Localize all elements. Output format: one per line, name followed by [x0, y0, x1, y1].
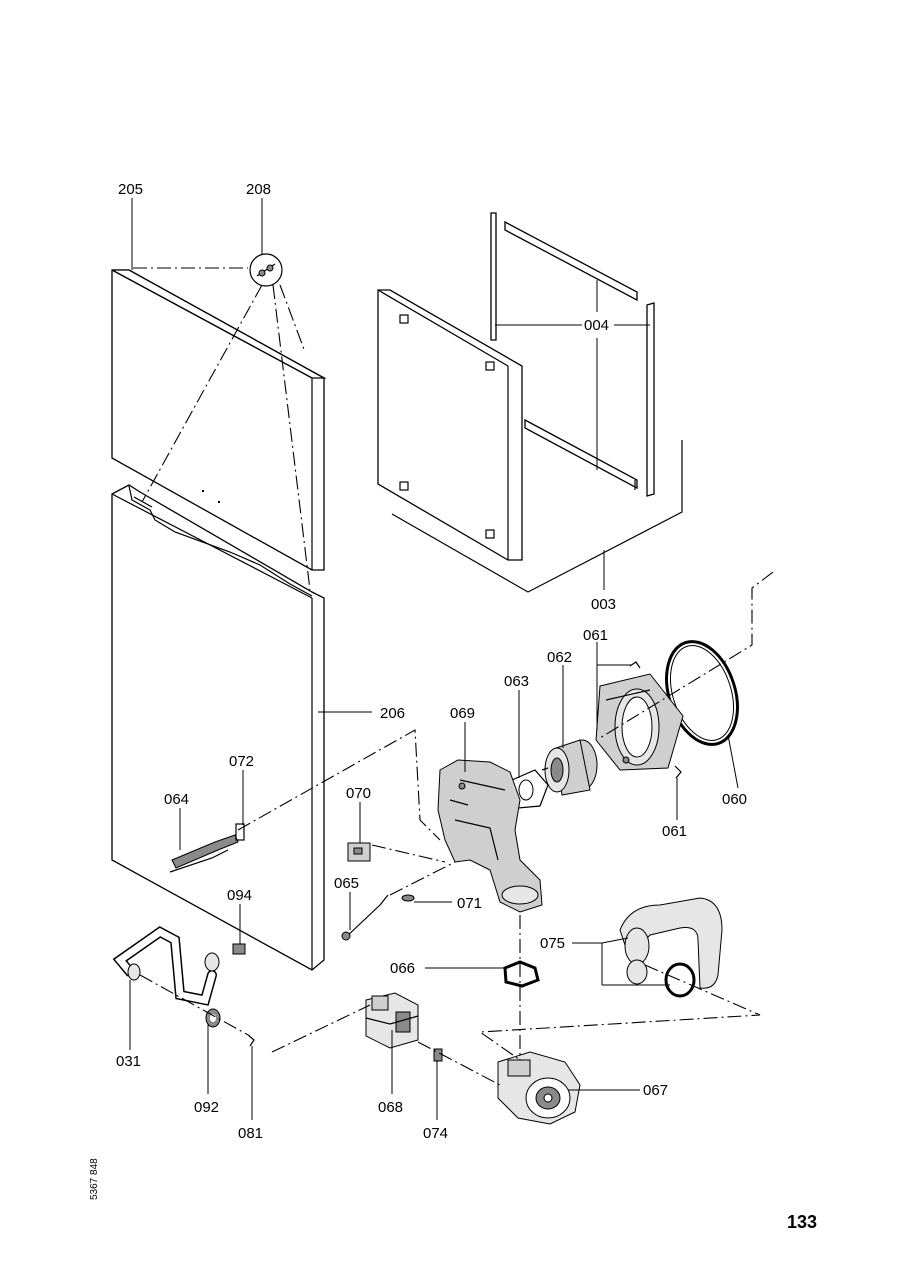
- label-067: 067: [643, 1082, 668, 1099]
- label-092: 092: [194, 1099, 219, 1116]
- label-031: 031: [116, 1053, 141, 1070]
- sensor-070: [347, 842, 371, 862]
- label-205: 205: [118, 181, 143, 198]
- clip-071: [401, 894, 415, 902]
- burner: [541, 739, 598, 796]
- clip-061-lower: [674, 765, 682, 779]
- label-061-lower: 061: [662, 823, 687, 840]
- front-panel-lower: [111, 484, 325, 971]
- label-208: 208: [246, 181, 271, 198]
- spring-clip-066: [503, 960, 540, 988]
- label-072: 072: [229, 753, 254, 770]
- seal-092: [205, 1008, 221, 1028]
- label-081: 081: [238, 1125, 263, 1142]
- part-labels: 205 208 004 003 061 062 063 069 206 060 …: [116, 181, 747, 1142]
- electrode-065: [341, 894, 389, 941]
- assembly-centerlines: [133, 267, 774, 1086]
- gas-pipe: [112, 926, 220, 1006]
- label-074: 074: [423, 1125, 448, 1142]
- page-number: 133: [787, 1212, 817, 1232]
- label-206: 206: [380, 705, 405, 722]
- label-068: 068: [378, 1099, 403, 1116]
- fan: [497, 1051, 581, 1125]
- label-004: 004: [584, 317, 609, 334]
- mixing-housing: [437, 759, 543, 913]
- label-065: 065: [334, 875, 359, 892]
- label-063: 063: [504, 673, 529, 690]
- fitting-208: [249, 253, 283, 287]
- label-062: 062: [547, 649, 572, 666]
- label-069: 069: [450, 705, 475, 722]
- document-id: 5367 848: [89, 1158, 100, 1200]
- leader-lines: [129, 198, 739, 1120]
- gas-valve: [365, 992, 419, 1049]
- ignition-electrode-064: [169, 834, 239, 873]
- label-075: 075: [540, 935, 565, 952]
- label-070: 070: [346, 785, 371, 802]
- clip-094: [232, 943, 246, 955]
- label-003: 003: [591, 596, 616, 613]
- air-intake-pipe: [619, 897, 723, 998]
- clip-081: [248, 1035, 255, 1047]
- label-064: 064: [164, 791, 189, 808]
- front-panel-upper: [111, 269, 327, 571]
- label-066: 066: [390, 960, 415, 977]
- burner-flange: [595, 673, 684, 771]
- label-061-upper: 061: [583, 627, 608, 644]
- clip-072: [235, 823, 245, 841]
- label-060: 060: [722, 791, 747, 808]
- label-094: 094: [227, 887, 252, 904]
- label-071: 071: [457, 895, 482, 912]
- side-panel-assembly: [377, 212, 683, 593]
